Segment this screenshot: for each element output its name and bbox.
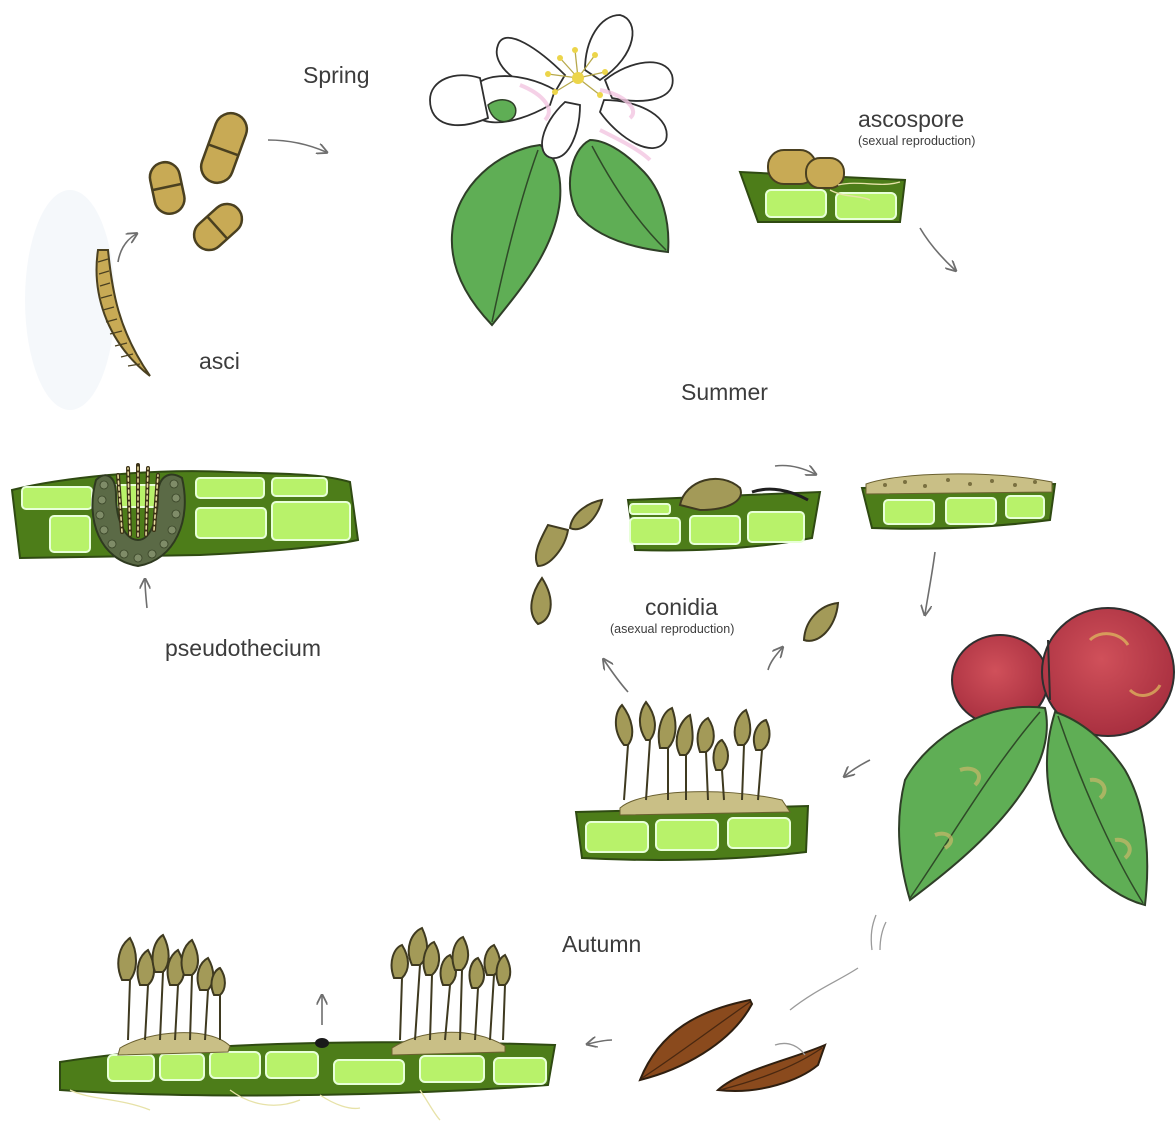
apple-blossom <box>430 15 673 325</box>
immature-pseudothecium <box>315 1038 329 1048</box>
label-ascospore-note: (sexual reproduction) <box>858 134 975 148</box>
season-label-spring: Spring <box>303 62 369 89</box>
ascospore-3 <box>188 198 248 256</box>
arrow-leaves-to-overwintering <box>588 1040 612 1044</box>
label-conidia-note: (asexual reproduction) <box>610 622 734 636</box>
infected-apples <box>899 608 1174 905</box>
label-conidia: conidia <box>645 594 718 621</box>
released-ascospores <box>147 109 251 257</box>
arrow-ascospore-to-summer <box>920 228 955 270</box>
autumn-conidiophores-right <box>392 928 511 1040</box>
arrow-conidiophores-to-conidia-left <box>604 660 628 692</box>
label-asci: asci <box>199 348 240 375</box>
subcuticular-mycelium-tissue <box>862 474 1055 529</box>
ascospore-1 <box>197 109 252 188</box>
label-ascospore: ascospore <box>858 106 964 133</box>
autumn-conidiophores-left <box>118 935 225 1040</box>
overwintering-leaf-tissue <box>60 928 555 1120</box>
arrow-ascospores-to-flower <box>268 140 326 152</box>
season-label-autumn: Autumn <box>562 931 641 958</box>
spring-leaf-right <box>570 140 668 252</box>
arrow-pseudothecium-up <box>145 580 147 608</box>
arrow-mycelium-to-fruit <box>925 552 935 614</box>
ascospore-2 <box>147 159 187 216</box>
fallen-dead-leaves <box>640 915 886 1091</box>
spring-leaf-left <box>452 145 561 325</box>
conidiophore-lesion-tissue <box>576 702 808 860</box>
summer-leaf-right <box>1047 712 1147 905</box>
germinating-spore <box>680 479 741 510</box>
germinating-ascospore <box>768 150 844 188</box>
arrow-conidiophores-to-conidia-right <box>768 648 782 670</box>
summer-leaf-left <box>899 707 1047 900</box>
season-label-summer: Summer <box>681 379 768 406</box>
arrow-summer-tissue <box>775 465 815 474</box>
ascospore-infection-tissue <box>740 150 905 222</box>
pseudothecium-tissue <box>12 465 358 566</box>
summer-infection-tissue <box>628 479 820 551</box>
arrow-ascus-to-ascospores <box>118 234 136 262</box>
arrow-fruit-to-conidiophores <box>845 760 870 776</box>
label-pseudothecium: pseudothecium <box>165 635 321 662</box>
